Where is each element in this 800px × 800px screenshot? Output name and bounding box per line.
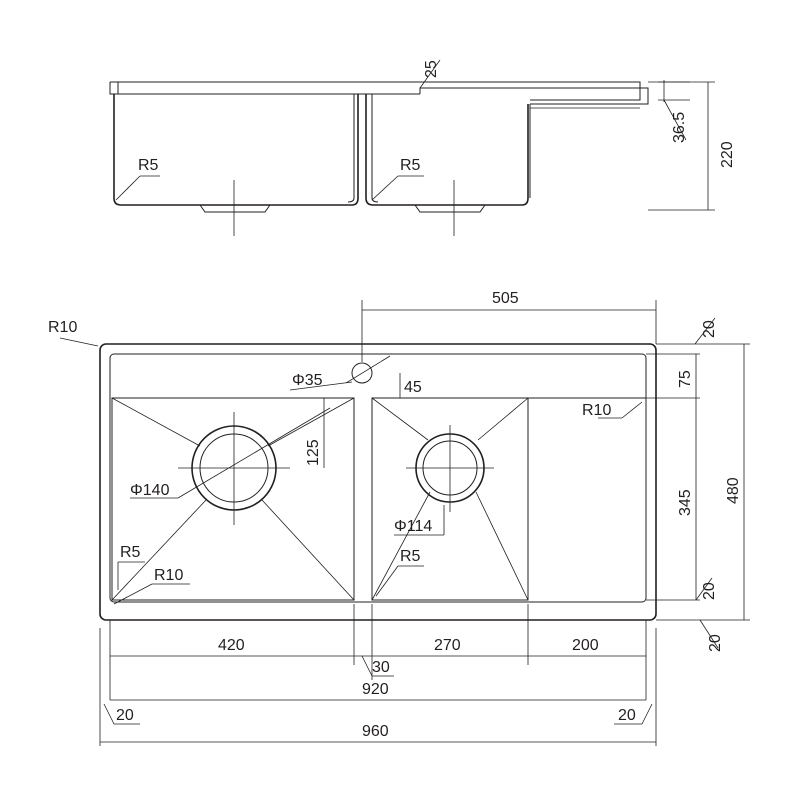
dim-125: 125 bbox=[305, 439, 322, 466]
side-view: 25 36.5 220 R5 R5 bbox=[109, 59, 736, 236]
side-radius-right: R5 bbox=[400, 157, 421, 174]
small-bowl-radius: R5 bbox=[400, 548, 421, 565]
dim-200: 200 bbox=[572, 637, 599, 654]
large-bowl-radius: R5 bbox=[120, 544, 141, 561]
deck-inner-line bbox=[419, 87, 640, 94]
dim-345: 345 bbox=[677, 489, 694, 516]
sink-inner-rim bbox=[109, 353, 647, 603]
dim-270: 270 bbox=[434, 637, 461, 654]
large-bowl bbox=[111, 397, 355, 601]
drain-small-label: Φ114 bbox=[394, 518, 432, 535]
drainboard-radius: R10 bbox=[582, 402, 611, 419]
large-drain bbox=[178, 412, 290, 525]
faucet-hole-label: Φ35 bbox=[292, 372, 323, 389]
dim-960: 960 bbox=[362, 723, 389, 740]
side-radius-left: R5 bbox=[138, 157, 159, 174]
side-left-bowl bbox=[113, 94, 359, 206]
side-right-drain bbox=[414, 204, 486, 213]
sink-outline bbox=[99, 343, 657, 621]
plan-view: Φ35 45 R10 505 20 75 345 20 480 20 R10 bbox=[48, 290, 750, 746]
side-right-bowl bbox=[365, 94, 529, 206]
drain-large-label: Φ140 bbox=[130, 482, 170, 499]
dim-420: 420 bbox=[218, 637, 245, 654]
side-dim-25: 25 bbox=[423, 60, 440, 78]
side-dim-220: 220 bbox=[719, 141, 736, 168]
dim-20-top: 20 bbox=[701, 320, 718, 338]
small-drain bbox=[406, 425, 494, 512]
side-left-drain bbox=[199, 204, 271, 213]
small-bowl bbox=[371, 397, 529, 601]
dim-30: 30 bbox=[372, 659, 390, 676]
side-dim-36-5: 36.5 bbox=[671, 112, 688, 143]
dim-920: 920 bbox=[362, 681, 389, 698]
large-bowl-outer-radius: R10 bbox=[154, 567, 183, 584]
dim-75: 75 bbox=[677, 370, 694, 388]
dim-20-left: 20 bbox=[116, 707, 134, 724]
dim-505: 505 bbox=[492, 290, 519, 307]
dim-480: 480 bbox=[725, 477, 742, 504]
dim-20-right: 20 bbox=[618, 707, 636, 724]
dim-20-mid: 20 bbox=[701, 582, 718, 600]
outer-corner-radius: R10 bbox=[48, 319, 77, 336]
faucet-offset-dim: 45 bbox=[404, 379, 422, 396]
faucet-hole bbox=[351, 362, 373, 384]
dim-20-side: 20 bbox=[707, 634, 724, 652]
